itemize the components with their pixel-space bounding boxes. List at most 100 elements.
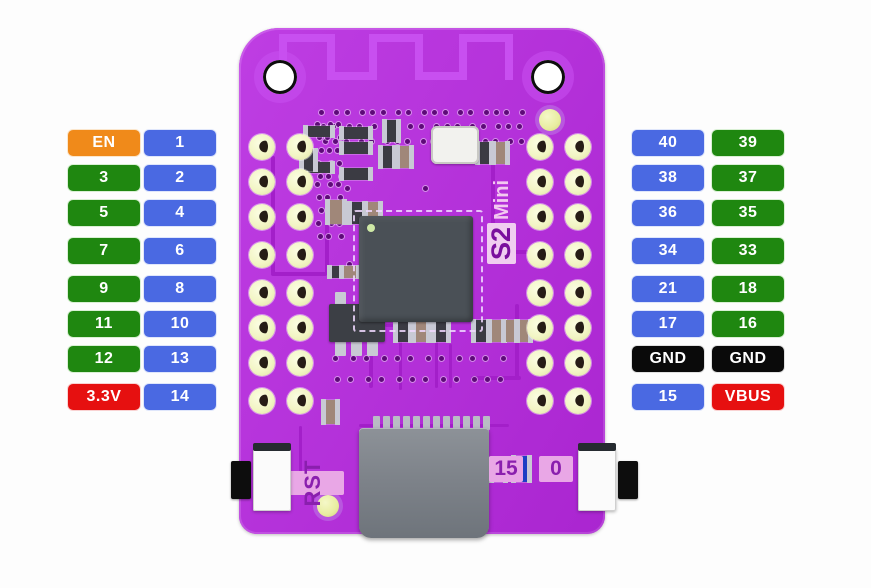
via (357, 124, 363, 130)
pin-left-outer-33v[interactable]: 3.3V (68, 384, 140, 410)
via (347, 262, 352, 267)
pin-right-outer-35[interactable]: 35 (712, 200, 784, 226)
pin-left-inner-14[interactable]: 14 (144, 384, 216, 410)
pin-left-outer-11[interactable]: 11 (68, 311, 140, 337)
via (328, 182, 333, 187)
pin-right-inner-15[interactable]: 15 (632, 384, 704, 410)
pin-left-outer-12[interactable]: 12 (68, 346, 140, 372)
pin-left-inner-6[interactable]: 6 (144, 238, 216, 264)
via (317, 195, 322, 200)
header-pad (565, 242, 591, 268)
header-pad (249, 242, 275, 268)
pin-right-outer-gnd[interactable]: GND (712, 346, 784, 372)
via (518, 138, 524, 144)
pin-right-inner-40[interactable]: 40 (632, 130, 704, 156)
pin-label-text: 36 (658, 204, 678, 221)
via (495, 124, 501, 130)
silk-io0-label: 0 (539, 456, 573, 482)
pin-right-inner-17[interactable]: 17 (632, 311, 704, 337)
pin-left-outer-9[interactable]: 9 (68, 276, 140, 302)
header-pad (287, 350, 313, 376)
pin-right-inner-34[interactable]: 34 (632, 238, 704, 264)
via (408, 356, 413, 361)
pin-left-inner-2[interactable]: 2 (144, 165, 216, 191)
header-pad (249, 134, 275, 160)
pin-right-outer-39[interactable]: 39 (712, 130, 784, 156)
pin-left-inner-4[interactable]: 4 (144, 200, 216, 226)
reset-button[interactable] (231, 443, 291, 511)
header-pad (527, 134, 553, 160)
pin-label-text: 34 (658, 242, 678, 259)
pin-right-outer-18[interactable]: 18 (712, 276, 784, 302)
copper-trace (435, 340, 438, 388)
via (439, 356, 444, 361)
via (423, 377, 428, 382)
pin-right-outer-37[interactable]: 37 (712, 165, 784, 191)
chip-pin1-dot (367, 224, 375, 232)
antenna-trace (369, 34, 423, 42)
via (344, 110, 350, 115)
pin-right-inner-gnd[interactable]: GND (632, 346, 704, 372)
regulator-pin (351, 340, 362, 356)
header-pad (287, 315, 313, 341)
boot-button[interactable] (578, 443, 638, 511)
via (360, 110, 366, 115)
pin-right-inner-36[interactable]: 36 (632, 200, 704, 226)
pin-label-text: 5 (99, 204, 109, 221)
pin-right-outer-33[interactable]: 33 (712, 238, 784, 264)
pin-left-inner-8[interactable]: 8 (144, 276, 216, 302)
pin-label-text: 14 (170, 388, 190, 405)
header-pad (249, 204, 275, 230)
via (319, 110, 324, 115)
copper-trace (369, 328, 373, 388)
header-pad (287, 169, 313, 195)
via (457, 110, 463, 115)
via (325, 195, 330, 200)
pin-right-inner-38[interactable]: 38 (632, 165, 704, 191)
pin-left-inner-10[interactable]: 10 (144, 311, 216, 337)
pin-right-outer-vbus[interactable]: VBUS (712, 384, 784, 410)
pin-left-inner-13[interactable]: 13 (144, 346, 216, 372)
pin-left-outer-5[interactable]: 5 (68, 200, 140, 226)
smd-capacitor (382, 119, 401, 143)
pin-left-inner-1[interactable]: 1 (144, 130, 216, 156)
header-pad (527, 388, 553, 414)
silk-s2-label: S2 (486, 222, 516, 264)
via (410, 377, 415, 382)
silk-mini-label: Mini (490, 179, 513, 220)
via (457, 356, 462, 361)
pin-label-text: GND (729, 350, 767, 367)
via (506, 124, 512, 130)
pin-left-outer-7[interactable]: 7 (68, 238, 140, 264)
via (343, 138, 349, 144)
via (315, 182, 320, 187)
pin-label-text: 39 (738, 134, 758, 151)
header-pad (527, 169, 553, 195)
header-pad (565, 169, 591, 195)
header-pad (565, 350, 591, 376)
pin-label-text: 8 (175, 280, 185, 297)
pin-right-inner-21[interactable]: 21 (632, 276, 704, 302)
via (316, 221, 321, 226)
pin-right-outer-16[interactable]: 16 (712, 311, 784, 337)
antenna-trace (327, 34, 335, 80)
silk-io15-label: 15 (489, 456, 523, 482)
test-pad-top-right (539, 109, 561, 131)
pin-label-text: GND (649, 350, 687, 367)
regulator-pin (335, 340, 346, 356)
smd-capacitor (321, 399, 340, 425)
pin-label-text: EN (92, 134, 116, 151)
via (335, 377, 340, 382)
via (315, 122, 320, 127)
pin-left-outer-en[interactable]: EN (68, 130, 140, 156)
via (333, 138, 339, 144)
copper-trace (471, 376, 521, 380)
pin-label-text: 3 (99, 169, 109, 186)
pin-label-text: 1 (175, 134, 185, 151)
copper-trace (299, 426, 302, 484)
via (468, 110, 474, 115)
pin-left-outer-3[interactable]: 3 (68, 165, 140, 191)
pin-label-text: 9 (99, 280, 109, 297)
header-pad (249, 280, 275, 306)
via (345, 186, 350, 191)
